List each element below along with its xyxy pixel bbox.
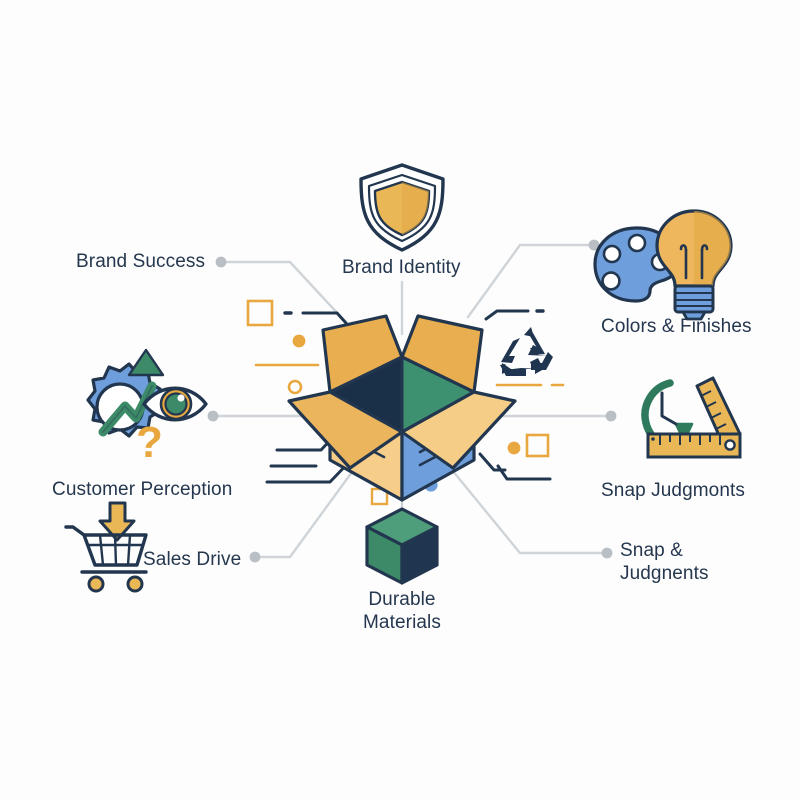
eye-highlight	[177, 394, 185, 402]
orange-filled-dot-left	[292, 334, 306, 348]
lightbulb-icon	[655, 209, 733, 321]
connector-sales	[253, 470, 354, 559]
dot-sales	[249, 551, 261, 563]
clock-ruler-icon	[641, 376, 742, 459]
bulb-tip	[681, 310, 707, 321]
navy-angle-line-left	[301, 311, 348, 325]
label-sales-drive: Sales Drive	[143, 549, 242, 570]
ruler-diagonal	[695, 376, 742, 444]
cart-down-arrow	[98, 501, 136, 542]
open-cardboard-box	[287, 314, 517, 502]
connector-brand-success	[219, 260, 355, 332]
recycle-icon	[500, 327, 553, 376]
bulb-glass-shade	[694, 211, 731, 286]
box-flap-lower-right	[400, 390, 517, 470]
box-flap-lower-left	[287, 390, 404, 470]
cube-right	[400, 525, 439, 585]
ruler-horizontal	[646, 432, 742, 459]
navy-angle-line-right	[484, 309, 530, 321]
shopping-cart-down-arrow-icon	[64, 501, 148, 593]
connector-snap-judgnents	[450, 468, 609, 555]
navy-angle-line-lower-right-2	[496, 464, 552, 481]
dot-customer	[207, 410, 219, 422]
palette-hole-3	[601, 271, 621, 291]
eye-icon	[142, 386, 208, 422]
shield-highlight	[402, 182, 429, 235]
connector-endpoint-dots	[207, 239, 617, 563]
dot-brand-success	[215, 256, 227, 268]
orange-square-outline-right	[525, 433, 550, 458]
cart-grid	[88, 534, 143, 566]
bulb-filament-curl	[679, 244, 709, 252]
label-colors-finishes: Colors & Finishes	[601, 316, 752, 337]
navy-angle-line-lower-right	[478, 452, 507, 472]
palette-hole-1	[627, 233, 647, 253]
dot-colors	[588, 239, 600, 251]
label-customer-perception: Customer Perception	[52, 479, 233, 500]
label-brand-success: Brand Success	[76, 251, 206, 272]
connector-colors	[466, 243, 596, 319]
box-flap-upper-left	[321, 314, 404, 394]
cart-wheel-left	[87, 575, 105, 593]
label-durable-materials: Durable Materials	[363, 589, 441, 634]
box-flap-upper-right	[400, 314, 484, 394]
cart-wheel-right	[126, 575, 144, 593]
dot-snap-judgmonts	[605, 410, 617, 422]
orange-circle-outline-left	[287, 379, 303, 395]
question-mark-icon: ?	[136, 418, 163, 467]
label-snap-judgnents: Snap & Judgnents	[620, 540, 709, 585]
clock-hands	[660, 391, 678, 426]
bulb-filament	[684, 248, 704, 280]
growth-arrow-head	[127, 348, 165, 377]
shield-icon	[359, 163, 445, 252]
bulb-base-threads	[676, 292, 712, 307]
dot-snap-judgnents	[601, 547, 613, 559]
orange-square-outline-left	[246, 299, 274, 327]
orange-filled-dot-right	[507, 441, 521, 455]
cart-handle	[64, 525, 86, 537]
cart-basket	[82, 533, 148, 567]
green-cube-icon	[365, 507, 439, 585]
label-snap-judgmonts: Snap Judgmonts	[601, 480, 745, 501]
label-brand-identity: Brand Identity	[342, 257, 461, 278]
palette-hole-2	[602, 244, 622, 264]
